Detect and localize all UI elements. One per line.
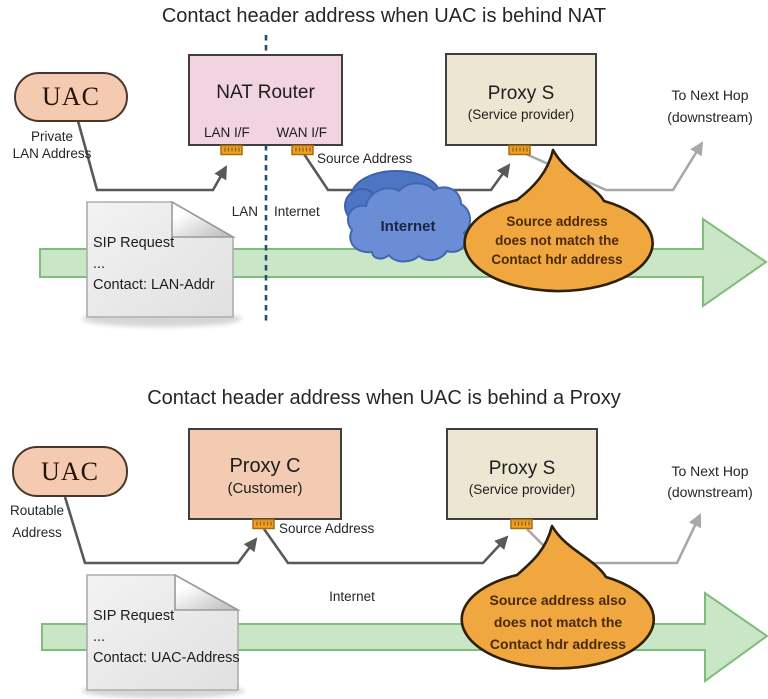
ethernet-port-icon-proxys-bottom [510,518,533,530]
nat-router-node: NAT Router LAN I/F WAN I/F [188,54,343,146]
proxy-c-title: Proxy C [229,455,301,477]
proxy-s-subtitle: (Service provider) [468,481,576,497]
uac-to-nat-line [76,120,228,192]
uac-node-bottom: UAC [12,446,128,497]
ethernet-port-icon-wan [291,144,314,156]
speech-bubble-bottom [460,524,656,670]
proxy-c-subtitle: (Customer) [227,480,303,497]
uac-to-proxyc-line [63,496,258,565]
document-fold-corner [174,573,242,611]
ethernet-port-icon-lan [220,144,243,156]
nat-router-title: NAT Router [216,82,315,103]
uac-node-top: UAC [14,72,128,122]
speech-bubble-top [463,148,654,293]
proxy-c-node: Proxy C (Customer) [188,428,342,520]
proxyc-to-proxys-line [262,528,509,565]
proxy-s-title: Proxy S [487,83,555,104]
document-fold-corner [171,200,237,238]
proxy-s-title: Proxy S [488,457,556,479]
uac-label: UAC [42,82,100,111]
lan-interface-label: LAN I/F [204,125,250,140]
sip-request-document-bottom [81,573,245,698]
sip-request-document-top [82,200,242,327]
internet-cloud-icon [344,170,471,263]
uac-label: UAC [41,456,99,486]
ethernet-port-icon-proxys-top [508,144,531,156]
proxy-s-node-top: Proxy S (Service provider) [445,53,597,146]
proxy-s-subtitle: (Service provider) [467,107,575,122]
ethernet-port-icon-proxyc [252,518,275,530]
wan-interface-label: WAN I/F [276,125,328,140]
